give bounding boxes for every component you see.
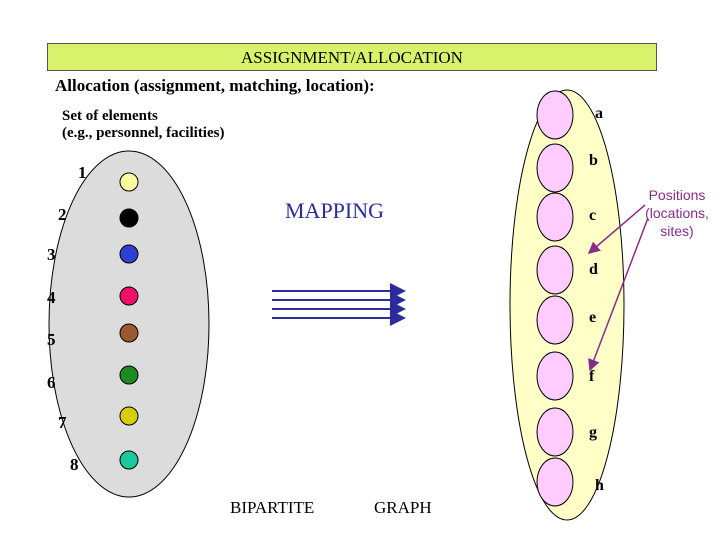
element-node-8 — [119, 450, 139, 470]
position-node-d — [536, 245, 574, 295]
mapping-label: MAPPING — [285, 198, 385, 223]
position-node-a — [536, 90, 574, 140]
element-label-1: 1 — [78, 163, 87, 182]
position-node-f — [536, 351, 574, 401]
position-node-b — [536, 143, 574, 193]
position-label-c: c — [589, 207, 596, 224]
page-title: ASSIGNMENT/ALLOCATION — [241, 48, 463, 67]
subtitle: Allocation (assignment, matching, locati… — [55, 76, 375, 95]
element-label-4: 4 — [47, 288, 56, 307]
set-label-line1: Set of elements — [62, 108, 158, 124]
element-node-5 — [119, 323, 139, 343]
element-node-2 — [119, 208, 139, 228]
element-node-4 — [119, 286, 139, 306]
graph-label: GRAPH — [374, 498, 432, 517]
position-label-h: h — [595, 477, 604, 494]
title-banner: ASSIGNMENT/ALLOCATION — [47, 43, 657, 71]
bipartite-label: BIPARTITE — [230, 498, 315, 517]
element-label-5: 5 — [47, 330, 56, 349]
position-node-c — [536, 192, 574, 242]
element-label-7: 7 — [58, 413, 67, 432]
element-node-3 — [119, 244, 139, 264]
element-node-6 — [119, 365, 139, 385]
position-pointer-arrows — [587, 204, 649, 372]
element-label-3: 3 — [47, 245, 56, 264]
position-node-e — [536, 295, 574, 345]
position-node-g — [536, 407, 574, 457]
position-label-b: b — [589, 152, 598, 169]
position-label-g: g — [589, 424, 597, 441]
element-label-6: 6 — [47, 373, 56, 392]
set-label-line2: (e.g., personnel, facilities) — [62, 125, 225, 141]
positions-label: Positions (locations, sites) — [645, 187, 709, 239]
element-node-1 — [119, 172, 139, 192]
position-label-a: a — [595, 105, 603, 122]
element-node-7 — [119, 406, 139, 426]
mapping-arrows — [272, 283, 406, 326]
element-label-2: 2 — [58, 205, 67, 224]
position-label-d: d — [589, 261, 598, 278]
position-label-f: f — [589, 368, 595, 385]
element-label-8: 8 — [70, 455, 79, 474]
position-label-e: e — [589, 309, 596, 326]
position-node-h — [536, 457, 574, 507]
